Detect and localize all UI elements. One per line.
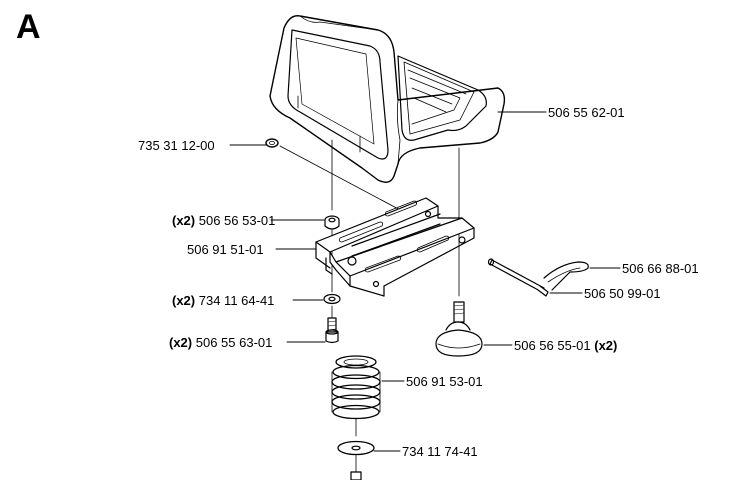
label-washer-bottom: 734 11 74-41 (402, 444, 478, 459)
label-knob: 506 56 55-01 (x2) (514, 338, 617, 353)
spring-illustration (331, 355, 381, 420)
label-pin: 506 50 99-01 (584, 286, 661, 301)
label-washer-small: 735 31 12-00 (138, 138, 215, 153)
part-number: 506 55 63-01 (195, 335, 273, 350)
part-number: 506 55 62-01 (548, 105, 625, 120)
quantity: (x2) (594, 338, 618, 353)
nut-illustration (324, 215, 340, 230)
leader-lines (229, 111, 621, 452)
part-number: 506 66 88-01 (622, 261, 699, 276)
label-seat: 506 55 62-01 (548, 105, 625, 120)
part-number: 506 50 99-01 (584, 286, 661, 301)
seat-illustration (269, 15, 506, 183)
clip-illustration (543, 261, 589, 291)
label-bolt: (x2) 506 55 63-01 (169, 335, 272, 350)
bolt-illustration (325, 317, 339, 344)
part-number: 506 91 53-01 (406, 374, 483, 389)
label-washer: (x2) 734 11 64-41 (172, 293, 274, 308)
label-spring: 506 91 53-01 (406, 374, 483, 389)
part-number: 506 56 53-01 (198, 213, 276, 228)
bracket-illustration (315, 197, 475, 297)
part-number: 506 91 51-01 (187, 242, 264, 257)
part-number: 735 31 12-00 (138, 138, 215, 153)
part-number: 734 11 74-41 (402, 444, 478, 459)
quantity: (x2) (172, 213, 196, 228)
pin-illustration (487, 258, 549, 297)
quantity: (x2) (172, 293, 196, 308)
label-bracket: 506 91 51-01 (187, 242, 264, 257)
label-nut: (x2) 506 56 53-01 (172, 213, 275, 228)
section-letter: A (16, 8, 41, 46)
label-clip: 506 66 88-01 (622, 261, 699, 276)
part-number: 506 56 55-01 (514, 338, 591, 353)
part-number: 734 11 64-41 (198, 293, 275, 308)
quantity: (x2) (169, 335, 193, 350)
knob-illustration (435, 301, 483, 357)
